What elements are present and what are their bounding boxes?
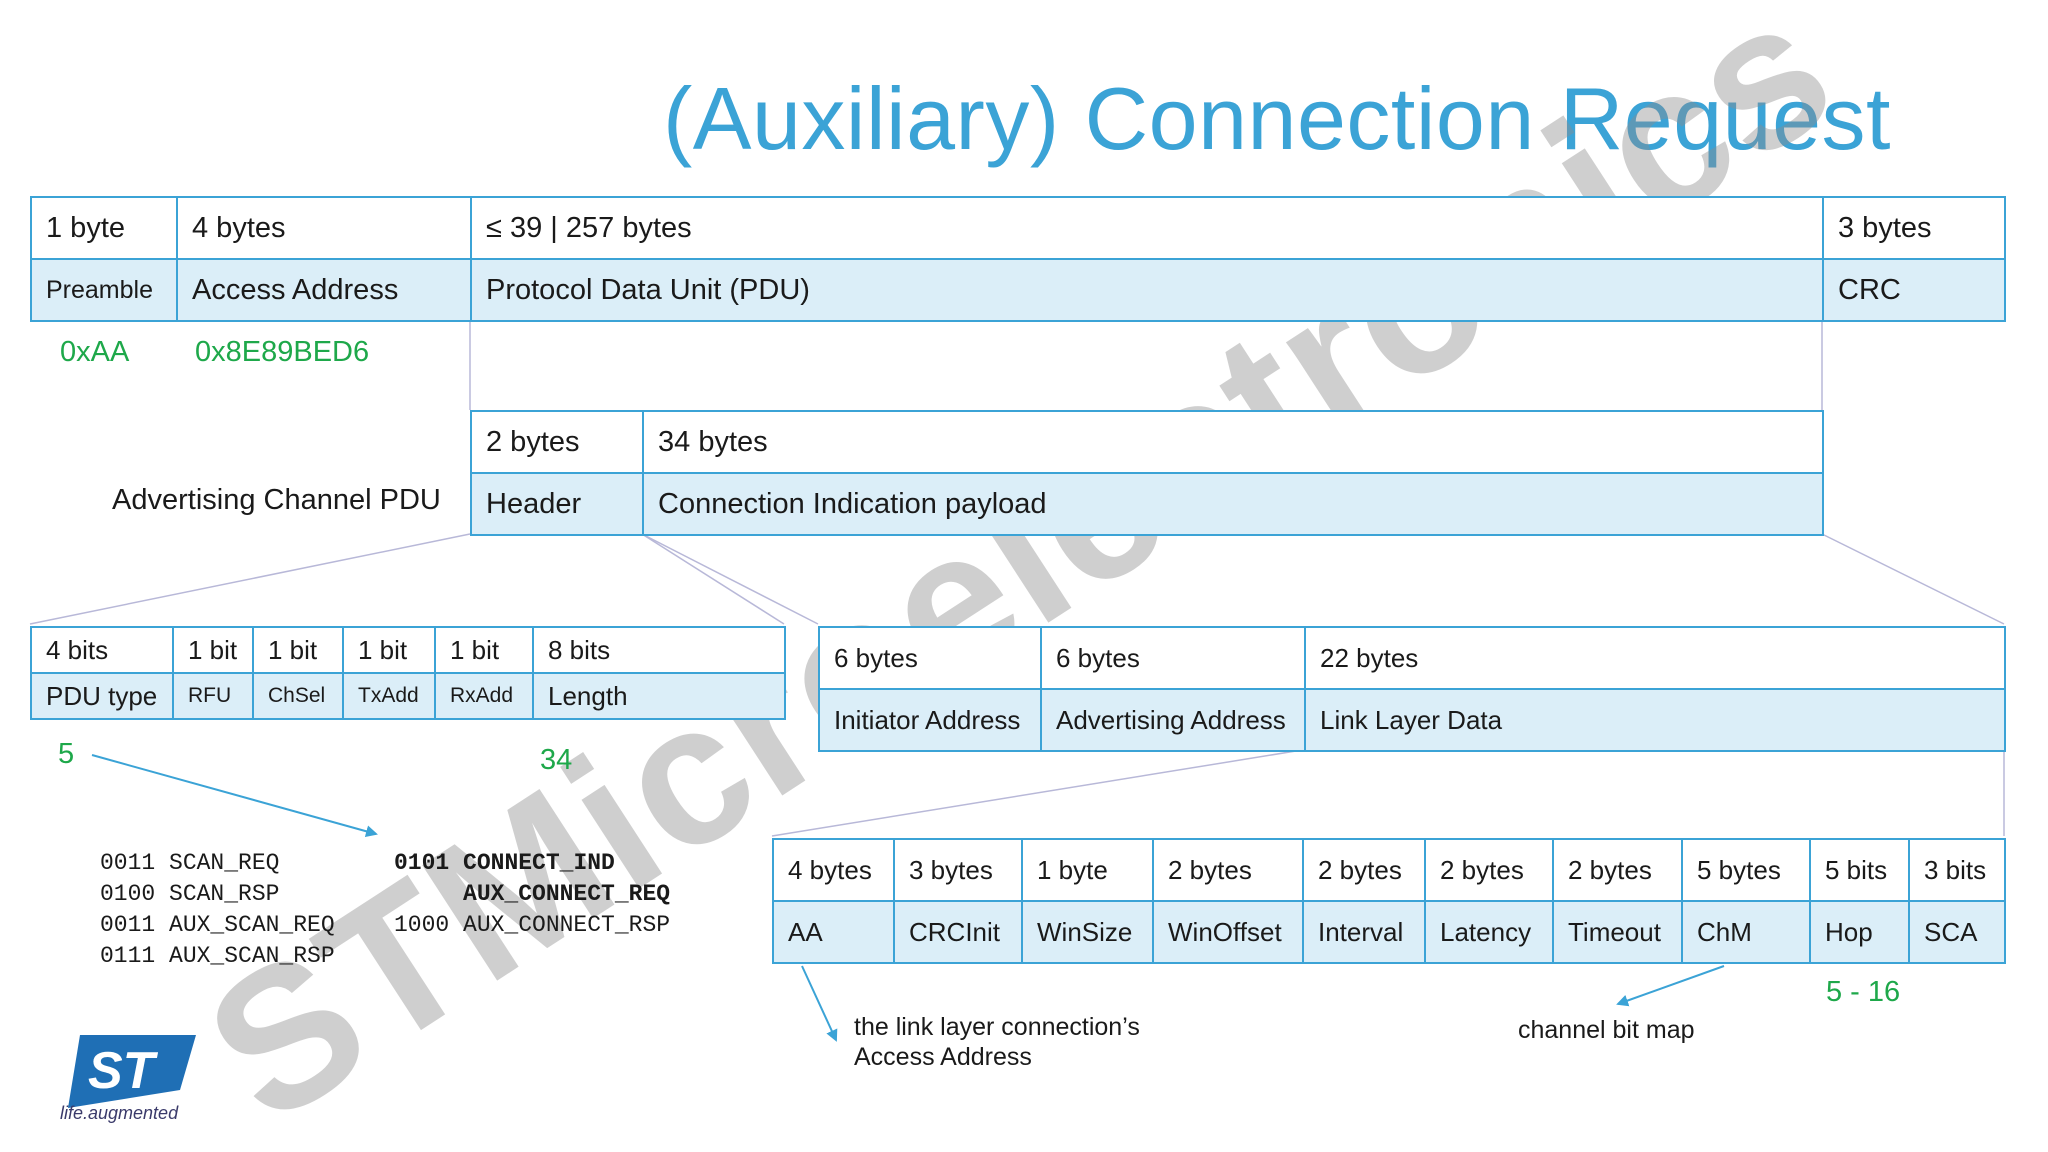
header-size-chsel: 1 bit <box>252 626 344 674</box>
pdu-type-connect-ind: CONNECT_IND <box>463 850 615 876</box>
ll-size-crcinit: 3 bytes <box>893 838 1023 902</box>
adv-pdu-label: Advertising Channel PDU <box>112 484 441 516</box>
ll-size-chm: 5 bytes <box>1681 838 1811 902</box>
aa-note-line2: Access Address <box>854 1043 1032 1071</box>
payload-size-ll-data: 22 bytes <box>1304 626 2006 690</box>
adv-size-header: 2 bytes <box>470 410 644 474</box>
header-field-txadd: TxAdd <box>342 672 436 720</box>
ll-field-interval: Interval <box>1302 900 1426 964</box>
ll-field-winoffset: WinOffset <box>1152 900 1304 964</box>
adv-field-header: Header <box>470 472 644 536</box>
ll-size-timeout: 2 bytes <box>1552 838 1683 902</box>
access-address-value: 0x8E89BED6 <box>195 336 370 368</box>
header-size-rxadd: 1 bit <box>434 626 534 674</box>
ll-field-hop: Hop <box>1809 900 1910 964</box>
logo-text: ST <box>88 1042 159 1100</box>
packet-size-access-address: 4 bytes <box>176 196 472 260</box>
header-size-rfu: 1 bit <box>172 626 254 674</box>
chm-note: channel bit map <box>1518 1016 1695 1044</box>
pdu-type-aux-connect-rsp: 1000 AUX_CONNECT_RSP <box>394 912 671 938</box>
pdu-type-item: 0100 SCAN_RSP <box>100 881 280 907</box>
ll-field-latency: Latency <box>1424 900 1554 964</box>
header-table: 4 bits 1 bit 1 bit 1 bit 1 bit 8 bits PD… <box>30 626 786 720</box>
pdu-type-code-connect: 0101 <box>394 850 450 876</box>
pdu-type-value: 5 <box>58 738 75 770</box>
packet-field-crc: CRC <box>1822 258 2006 322</box>
page-title: (Auxiliary) Connection Request <box>662 69 1891 168</box>
packet-field-pdu: Protocol Data Unit (PDU) <box>470 258 1824 322</box>
ll-size-sca: 3 bits <box>1908 838 2006 902</box>
header-field-chsel: ChSel <box>252 672 344 720</box>
packet-size-pdu: ≤ 39 | 257 bytes <box>470 196 1824 260</box>
pdu-type-arrow <box>91 754 378 838</box>
packet-size-preamble: 1 byte <box>30 196 178 260</box>
aa-note-line1: the link layer connection’s <box>854 1013 1140 1041</box>
ll-field-aa: AA <box>772 900 895 964</box>
packet-table: 1 byte 4 bytes ≤ 39 | 257 bytes 3 bytes … <box>30 196 2006 322</box>
ll-size-winoffset: 2 bytes <box>1152 838 1304 902</box>
ll-size-aa: 4 bytes <box>772 838 895 902</box>
adv-field-payload: Connection Indication payload <box>642 472 1824 536</box>
pdu-type-item: 0011 AUX_SCAN_REQ <box>100 912 335 938</box>
payload-field-advertising: Advertising Address <box>1040 688 1306 752</box>
aa-note: the link layer connection’s Access Addre… <box>854 1012 1140 1072</box>
pdu-type-list-left: 0011 SCAN_REQ 0100 SCAN_RSP 0011 AUX_SCA… <box>100 848 335 972</box>
packet-size-crc: 3 bytes <box>1822 196 2006 260</box>
packet-field-access-address: Access Address <box>176 258 472 322</box>
payload-size-advertising: 6 bytes <box>1040 626 1306 690</box>
aa-arrow <box>801 965 838 1042</box>
pdu-type-list-right: 0101 CONNECT_IND AUX_CONNECT_REQ 1000 AU… <box>394 848 670 941</box>
ll-field-sca: SCA <box>1908 900 2006 964</box>
ll-field-timeout: Timeout <box>1552 900 1683 964</box>
header-field-rfu: RFU <box>172 672 254 720</box>
preamble-value: 0xAA <box>60 336 130 368</box>
ll-field-winsize: WinSize <box>1021 900 1154 964</box>
length-value: 34 <box>540 744 573 776</box>
header-size-pdu-type: 4 bits <box>30 626 174 674</box>
pdu-type-item: 0011 SCAN_REQ <box>100 850 280 876</box>
st-logo-icon: ST <box>68 1035 196 1108</box>
packet-field-preamble: Preamble <box>30 258 178 322</box>
ll-size-latency: 2 bytes <box>1424 838 1554 902</box>
ll-data-table: 4 bytes 3 bytes 1 byte 2 bytes 2 bytes 2… <box>772 838 2006 964</box>
pdu-type-item: 0111 AUX_SCAN_RSP <box>100 943 335 969</box>
payload-size-initiator: 6 bytes <box>818 626 1042 690</box>
adv-size-payload: 34 bytes <box>642 410 1824 474</box>
header-field-rxadd: RxAdd <box>434 672 534 720</box>
payload-field-initiator: Initiator Address <box>818 688 1042 752</box>
hop-value: 5 - 16 <box>1826 976 1901 1008</box>
header-size-txadd: 1 bit <box>342 626 436 674</box>
header-field-pdu-type: PDU type <box>30 672 174 720</box>
adv-pdu-table: 2 bytes 34 bytes Header Connection Indic… <box>470 410 1824 536</box>
ll-field-crcinit: CRCInit <box>893 900 1023 964</box>
header-field-length: Length <box>532 672 786 720</box>
ll-size-hop: 5 bits <box>1809 838 1910 902</box>
ll-size-winsize: 1 byte <box>1021 838 1154 902</box>
pdu-type-aux-connect-req: AUX_CONNECT_REQ <box>463 881 671 907</box>
ll-field-chm: ChM <box>1681 900 1811 964</box>
ll-size-interval: 2 bytes <box>1302 838 1426 902</box>
chm-arrow <box>1616 965 1725 1007</box>
payload-field-ll-data: Link Layer Data <box>1304 688 2006 752</box>
header-size-length: 8 bits <box>532 626 786 674</box>
logo-tagline: life.augmented <box>60 1103 179 1123</box>
payload-table: 6 bytes 6 bytes 22 bytes Initiator Addre… <box>818 626 2006 752</box>
